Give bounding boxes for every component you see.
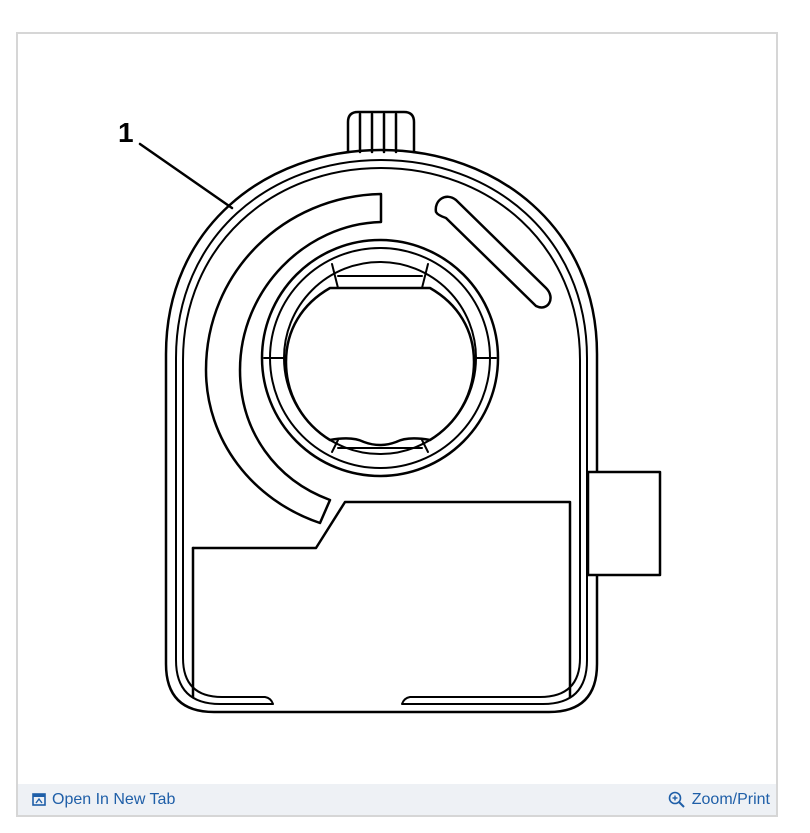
lower-step bbox=[191, 500, 572, 699]
housing-outer bbox=[164, 148, 599, 714]
callout-label-1: 1 bbox=[118, 117, 134, 148]
open-in-new-tab-link[interactable]: Open In New Tab bbox=[32, 791, 175, 809]
diagonal-slot bbox=[434, 195, 552, 309]
zoom-print-label: Zoom/Print bbox=[691, 790, 770, 808]
callout-leader-line bbox=[138, 142, 234, 210]
bore-ring-outer bbox=[260, 238, 500, 478]
bore-inner-shape bbox=[284, 286, 476, 447]
top-tab bbox=[346, 110, 416, 154]
figure-toolbar: Open In New Tab Zoom/Print bbox=[18, 784, 776, 815]
housing-inner bbox=[175, 159, 588, 705]
open-in-new-tab-icon bbox=[32, 793, 46, 806]
zoom-in-icon bbox=[668, 791, 685, 808]
figure-frame bbox=[16, 32, 778, 817]
bore-ring-middle bbox=[269, 247, 491, 469]
open-in-new-tab-label: Open In New Tab bbox=[52, 790, 176, 808]
side-connector bbox=[586, 470, 662, 577]
zoom-print-link[interactable]: Zoom/Print bbox=[668, 791, 770, 809]
bore-ribs bbox=[263, 263, 497, 453]
arc-slot bbox=[204, 192, 383, 525]
